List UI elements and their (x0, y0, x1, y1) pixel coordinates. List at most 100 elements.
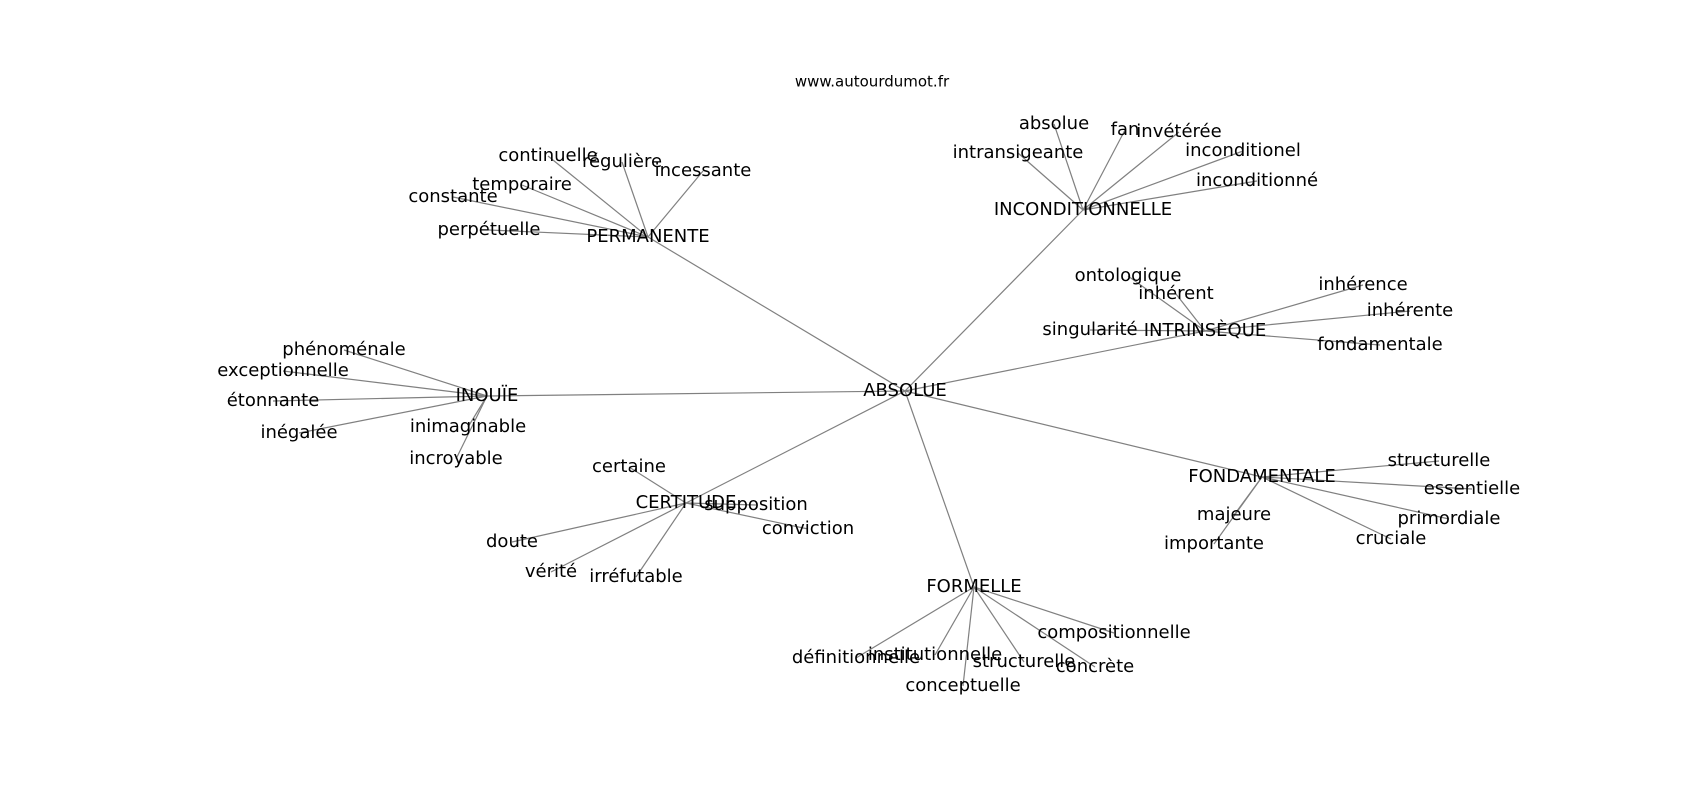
leaf-node-label: importante (1164, 533, 1264, 554)
graph-edge (1053, 123, 1084, 211)
root-node-label: ABSOLUE (863, 380, 947, 401)
graph-edge (621, 161, 649, 238)
leaf-node-label: absolue (1019, 113, 1089, 134)
leaf-node-label: ontologique (1075, 265, 1182, 286)
graph-edge (282, 370, 488, 397)
graph-edge (1082, 129, 1126, 211)
leaf-node-label: inhérence (1318, 274, 1407, 295)
graph-edge (1082, 150, 1244, 211)
leaf-node-label: inconditionné (1196, 170, 1318, 191)
graph-edge (1261, 460, 1440, 478)
graph-edge (1089, 329, 1206, 332)
graph-edge (685, 502, 809, 530)
graph-labels: www.autourdumot.fr ABSOLUE PERMANENTE cont… (217, 73, 1520, 697)
graph-edge (511, 502, 687, 543)
leaf-node-label: singularité (1042, 319, 1137, 340)
leaf-node-label: inhérente (1367, 300, 1454, 321)
hub-node-label: FORMELLE (926, 576, 1021, 597)
graph-edge (1261, 476, 1392, 540)
leaf-node-label: constante (408, 186, 497, 207)
graph-edge (973, 586, 1096, 668)
graph-edge (628, 466, 687, 504)
leaf-node-label: inégalée (260, 422, 337, 443)
graph-edge (1082, 180, 1258, 211)
graph-edges (272, 123, 1473, 687)
graph-edge (521, 184, 649, 238)
leaf-node-label: incroyable (409, 448, 503, 469)
hub-node-label: INCONDITIONNELLE (994, 199, 1172, 220)
graph-edge (272, 395, 488, 402)
graph-edge (455, 395, 488, 460)
hub-node-label: INTRINSÈQUE (1144, 319, 1267, 341)
hub-node-label: PERMANENTE (586, 226, 709, 247)
graph-edge (1204, 310, 1411, 332)
graph-edge (486, 390, 906, 397)
leaf-node-label: essentielle (1424, 478, 1521, 499)
leaf-node-label: définitionnelle (792, 647, 920, 668)
leaf-node-label: compositionnelle (1037, 622, 1190, 643)
leaf-node-label: inconditionel (1185, 140, 1301, 161)
graph-edge (973, 586, 1025, 663)
leaf-node-label: phénoménale (282, 339, 405, 360)
leaf-node-label: inhérent (1138, 283, 1213, 304)
leaf-node-label: conceptuelle (905, 675, 1020, 696)
leaf-node-label: étonnante (227, 390, 320, 411)
graph-edge (488, 229, 649, 238)
leaf-node-label: perpétuelle (437, 219, 540, 240)
leaf-node-label: structurelle (973, 651, 1076, 672)
graph-edge (1082, 131, 1180, 211)
graph-edge (647, 170, 704, 238)
leaf-node-label: temporaire (472, 174, 572, 195)
leaf-node-label: incessante (655, 160, 752, 181)
graph-edge (550, 502, 687, 573)
leaf-node-label: exceptionnelle (217, 360, 349, 381)
graph-edge (1213, 476, 1263, 545)
hub-node-label: FONDAMENTALE (1188, 466, 1336, 487)
graph-edge (973, 586, 1115, 634)
graph-edge (343, 349, 488, 397)
graph-edge (685, 390, 906, 504)
leaf-node-label: concrète (1056, 656, 1134, 677)
graph-edge (685, 502, 757, 506)
graph-edge (647, 236, 906, 392)
leaf-node-label: intransigeante (953, 142, 1084, 163)
graph-edge (904, 209, 1084, 392)
graph-edge (1204, 330, 1381, 346)
leaf-node-label: fan (1111, 119, 1140, 140)
leaf-node-label: doute (486, 531, 538, 552)
leaf-node-label: cruciale (1356, 528, 1427, 549)
graph-edge (1204, 284, 1364, 332)
leaf-node-label: irréfutable (589, 566, 683, 587)
site-watermark: www.autourdumot.fr (795, 73, 950, 91)
hub-node-label: INOUÏE (456, 385, 519, 406)
graph-edge (904, 390, 1263, 478)
graph-edge (547, 155, 649, 238)
leaf-node-label: structurelle (1388, 450, 1491, 471)
leaf-node-label: supposition (704, 494, 808, 515)
graph-edge (298, 395, 488, 434)
graph-edge (1017, 152, 1084, 211)
leaf-node-label: majeure (1197, 504, 1271, 525)
graph-edge (855, 586, 975, 659)
graph-edge (1127, 275, 1206, 332)
graph-edge (962, 586, 975, 687)
graph-edge (1175, 293, 1206, 332)
leaf-node-label: conviction (762, 518, 854, 539)
graph-edge (1261, 476, 1450, 520)
graph-edge (635, 502, 687, 578)
leaf-node-label: institutionnelle (868, 644, 1002, 665)
graph-edge (904, 330, 1206, 392)
leaf-node-label: régulière (582, 151, 662, 172)
leaf-node-label: continuelle (498, 145, 597, 166)
leaf-node-label: certaine (592, 456, 666, 477)
hub-node-label: CERTITUDE (636, 492, 737, 513)
leaf-node-label: inimaginable (410, 416, 526, 437)
graph-edge (904, 390, 975, 588)
leaf-node-label: vérité (525, 561, 577, 582)
graph-edge (934, 586, 975, 656)
leaf-node-label: fondamentale (1317, 334, 1442, 355)
leaf-node-label: primordiale (1398, 508, 1501, 529)
graph-edge (1261, 476, 1473, 490)
leaf-node-label: invétérée (1136, 121, 1221, 142)
